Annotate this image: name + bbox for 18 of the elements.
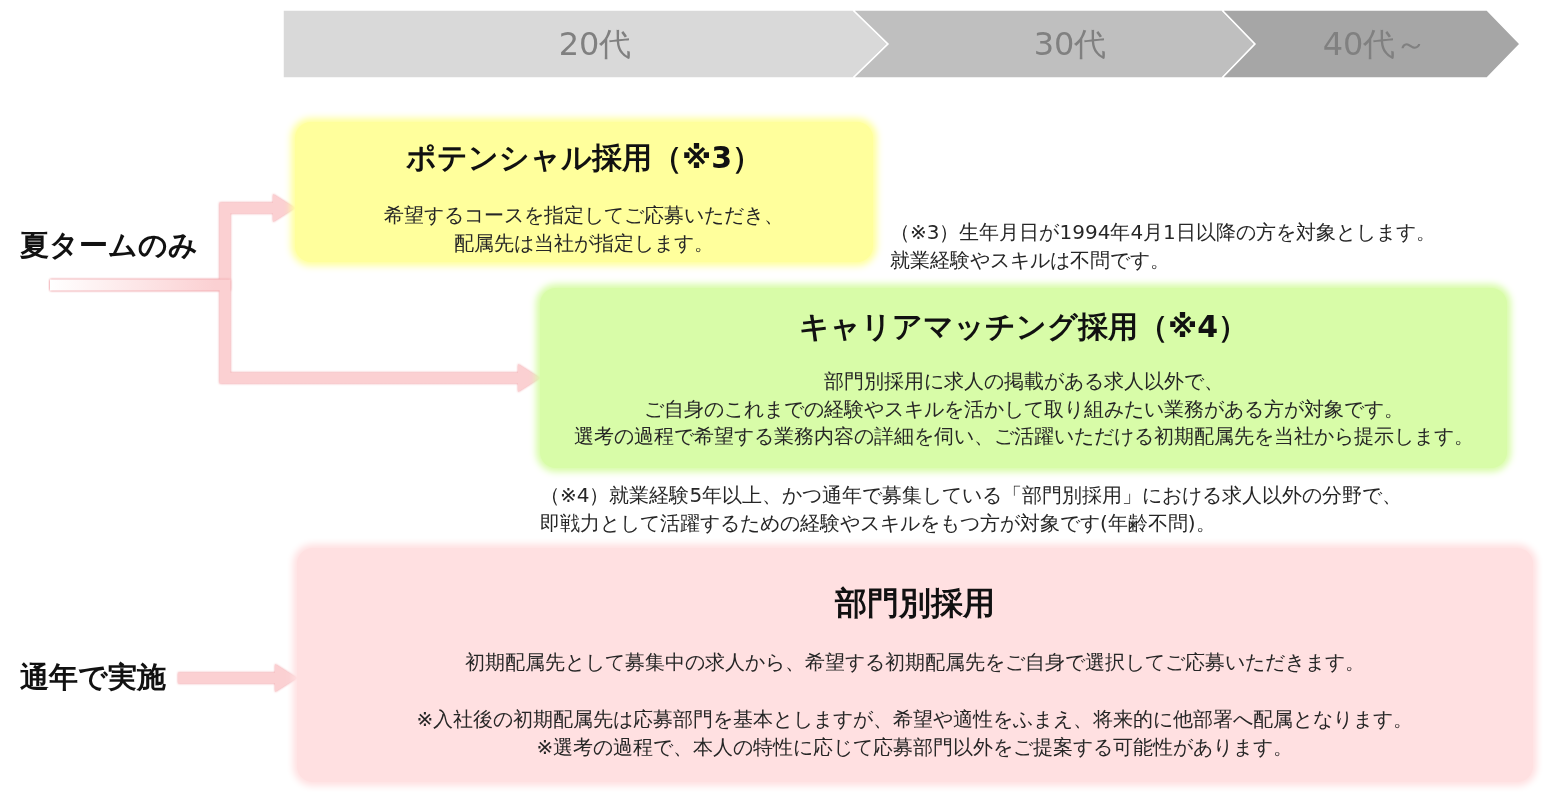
- info-box: [540, 288, 1507, 468]
- arrow: [178, 664, 297, 692]
- footnote: （※4）就業経験5年以上、かつ通年で募集している「部門別採用」における求人以外の分野で、即戦力として活躍するための経験やスキルをもつ方が対象です(年齢不問)。: [540, 482, 1403, 537]
- box-text: ※選考の過程で、本人の特性に応じて応募部門以外をご提案する可能性があります。: [536, 734, 1294, 761]
- side-label: 通年で実施: [20, 658, 166, 696]
- chevron-band: 20代: [283, 10, 888, 78]
- chevron-band: 30代: [853, 10, 1255, 78]
- info-box: [297, 548, 1533, 782]
- footnote: （※3）生年月日が1994年4月1日以降の方を対象とします。就業経験やスキルは不問です。: [890, 219, 1436, 274]
- box-title: 部門別採用: [835, 585, 995, 621]
- box-text: 希望するコースを指定してご応募いただき、配属先は当社が指定します。: [384, 202, 784, 257]
- side-label: 夏タームのみ: [20, 226, 198, 264]
- box-title: ポテンシャル採用（※3）: [405, 140, 762, 176]
- box-text: ※入社後の初期配属先は応募部門を基本としますが、希望や適性をふまえ、将来的に他部署へ配属となります。: [416, 706, 1414, 733]
- box-text: 部門別採用に求人の掲載がある求人以外で、ご自身のこれまでの経験やスキルを活かして取り組みたい業務がある方が対象です。選考の過程で希望する業務内容の詳細を伺い、ご活躍いただける初期配属先を当社から提示します。: [573, 368, 1474, 450]
- box-text: 初期配属先として募集中の求人から、希望する初期配属先をご自身で選択してご応募いただきます。: [465, 649, 1365, 676]
- box-title: キャリアマッチング採用（※4）: [798, 309, 1248, 345]
- info-box: [295, 122, 873, 262]
